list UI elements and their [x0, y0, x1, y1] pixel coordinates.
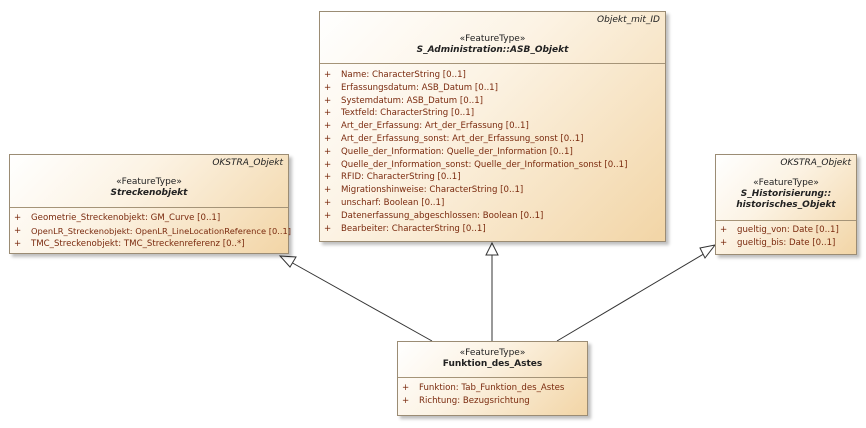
- generalization-arrowhead: [278, 255, 297, 268]
- attribute-row[interactable]: + Quelle_der_Information_sonst: Quelle_de…: [324, 159, 665, 172]
- visibility-marker: +: [324, 159, 332, 170]
- class-name: historisches_Objekt: [736, 200, 836, 210]
- attribute-row[interactable]: + Datenerfassung_abgeschlossen: Boolean […: [324, 210, 665, 223]
- attribute-list: + Funktion: Tab_Funktion_des_Astes + Richt…: [398, 378, 587, 408]
- class-stereotype: «FeatureType»: [459, 348, 526, 358]
- attribute-text: Art_der_Erfassung_sonst: Art_der_Erfassu…: [341, 133, 584, 144]
- attribute-row[interactable]: + unscharf: Boolean [0..1]: [324, 197, 665, 210]
- generalization-arrowhead: [485, 241, 499, 256]
- class-tag: OKSTRA_Objekt: [212, 158, 283, 168]
- class-header: «FeatureType» Funktion_des_Astes: [398, 342, 587, 378]
- class-name: S_Administration::ASB_Objekt: [416, 45, 569, 55]
- attribute-row[interactable]: + gueltig_von: Date [0..1]: [720, 224, 856, 237]
- attribute-text: Migrationshinweise: CharacterString [0..…: [341, 185, 524, 196]
- attribute-text: Funktion: Tab_Funktion_des_Astes: [419, 383, 565, 393]
- visibility-marker: +: [324, 146, 332, 157]
- attribute-text: TMC_Streckenobjekt: TMC_Streckenreferenz…: [31, 238, 245, 249]
- class-header: Objekt_mit_ID «FeatureType» S_Administra…: [320, 12, 665, 64]
- visibility-marker: +: [720, 225, 728, 235]
- generalization-arrowhead: [699, 244, 717, 259]
- class-stereotype: «FeatureType»: [459, 34, 526, 44]
- visibility-marker: +: [324, 210, 332, 221]
- attribute-text: Erfassungsdatum: ASB_Datum [0..1]: [341, 82, 499, 93]
- class-tag: Objekt_mit_ID: [597, 15, 660, 25]
- attribute-text: Art_der_Erfassung: Art_der_Erfassung [0.…: [341, 121, 529, 132]
- attribute-row[interactable]: + RFID: CharacterString [0..1]: [324, 171, 665, 184]
- class-historisches-objekt[interactable]: OKSTRA_Objekt «FeatureType» S_Historisie…: [715, 154, 857, 255]
- attribute-row[interactable]: + Geometrie_Streckenobjekt: GM_Curve [0..…: [14, 212, 288, 225]
- attribute-row[interactable]: + TMC_Streckenobjekt: TMC_Streckenreferen…: [14, 238, 288, 251]
- visibility-marker: +: [324, 121, 332, 132]
- attribute-text: Datenerfassung_abgeschlossen: Boolean [0…: [341, 210, 544, 221]
- attribute-row[interactable]: + Textfeld: CharacterString [0..1]: [324, 107, 665, 120]
- attribute-text: Geometrie_Streckenobjekt: GM_Curve [0..1…: [31, 213, 221, 223]
- attribute-list: + Geometrie_Streckenobjekt: GM_Curve [0..…: [10, 208, 292, 251]
- attribute-row[interactable]: + OpenLR_Streckenobjekt: OpenLR_LineLocat…: [14, 225, 292, 238]
- attribute-row[interactable]: + Art_der_Erfassung: Art_der_Erfassung [0…: [324, 120, 665, 133]
- attribute-row[interactable]: + Art_der_Erfassung_sonst: Art_der_Erfass…: [324, 133, 665, 146]
- attribute-row[interactable]: + Systemdatum: ASB_Datum [0..1]: [324, 95, 665, 108]
- class-header: OKSTRA_Objekt «FeatureType» Streckenobje…: [10, 155, 288, 208]
- attribute-text: unscharf: Boolean [0..1]: [341, 197, 445, 208]
- class-name: Funktion_des_Astes: [442, 359, 543, 369]
- connector-to-historisches-objekt: [556, 251, 708, 342]
- visibility-marker: +: [324, 95, 332, 106]
- attribute-text: gueltig_bis: Date [0..1]: [737, 237, 836, 248]
- connector-to-streckenobjekt: [288, 260, 433, 342]
- class-stereotype: «FeatureType»: [116, 177, 182, 187]
- attribute-text: Richtung: Bezugsrichtung: [419, 395, 530, 406]
- attribute-row[interactable]: + Erfassungsdatum: ASB_Datum [0..1]: [324, 82, 665, 95]
- attribute-text: gueltig_von: Date [0..1]: [737, 225, 839, 235]
- attribute-row[interactable]: + gueltig_bis: Date [0..1]: [720, 237, 856, 250]
- attribute-list: + gueltig_von: Date [0..1] + gueltig_bis: …: [716, 221, 856, 250]
- visibility-marker: +: [324, 172, 332, 183]
- attribute-text: RFID: CharacterString [0..1]: [341, 172, 461, 183]
- class-name: S_Historisierung::: [740, 189, 832, 199]
- visibility-marker: +: [14, 213, 22, 223]
- visibility-marker: +: [324, 82, 332, 93]
- attribute-text: Name: CharacterString [0..1]: [341, 70, 466, 80]
- class-stereotype: «FeatureType»: [753, 178, 819, 188]
- visibility-marker: +: [324, 185, 332, 196]
- visibility-marker: +: [324, 197, 332, 208]
- visibility-marker: +: [14, 225, 22, 236]
- visibility-marker: +: [402, 395, 410, 406]
- class-asb-objekt[interactable]: Objekt_mit_ID «FeatureType» S_Administra…: [319, 11, 666, 242]
- attribute-row[interactable]: + Migrationshinweise: CharacterString [0.…: [324, 184, 665, 197]
- class-streckenobjekt[interactable]: OKSTRA_Objekt «FeatureType» Streckenobje…: [9, 154, 292, 254]
- attribute-row[interactable]: + Richtung: Bezugsrichtung: [402, 395, 587, 408]
- visibility-marker: +: [402, 383, 410, 393]
- visibility-marker: +: [324, 223, 332, 234]
- attribute-row[interactable]: + Quelle_der_Information: Quelle_der_Info…: [324, 146, 665, 159]
- attribute-text: OpenLR_Streckenobjekt: OpenLR_LineLocati…: [31, 225, 292, 236]
- visibility-marker: +: [324, 70, 332, 80]
- class-header: OKSTRA_Objekt «FeatureType» S_Historisie…: [716, 155, 856, 221]
- class-tag: OKSTRA_Objekt: [780, 158, 851, 168]
- attribute-row[interactable]: + Name: CharacterString [0..1]: [324, 69, 665, 82]
- attribute-row[interactable]: + Bearbeiter: CharacterString [0..1]: [324, 223, 665, 236]
- attribute-text: Bearbeiter: CharacterString [0..1]: [341, 223, 486, 234]
- visibility-marker: +: [14, 238, 22, 249]
- visibility-marker: +: [324, 133, 332, 144]
- class-funktion-des-astes[interactable]: «FeatureType» Funktion_des_Astes + Funkti…: [397, 341, 588, 416]
- visibility-marker: +: [324, 108, 332, 119]
- attribute-text: Systemdatum: ASB_Datum [0..1]: [341, 95, 484, 106]
- attribute-text: Quelle_der_Information: Quelle_der_Infor…: [341, 146, 573, 157]
- attribute-list: + Name: CharacterString [0..1] + Erfassung…: [320, 64, 665, 235]
- class-name: Streckenobjekt: [110, 188, 188, 198]
- attribute-text: Quelle_der_Information_sonst: Quelle_der…: [341, 159, 628, 170]
- attribute-row[interactable]: + Funktion: Tab_Funktion_des_Astes: [402, 382, 587, 395]
- attribute-text: Textfeld: CharacterString [0..1]: [341, 108, 475, 119]
- visibility-marker: +: [720, 237, 728, 248]
